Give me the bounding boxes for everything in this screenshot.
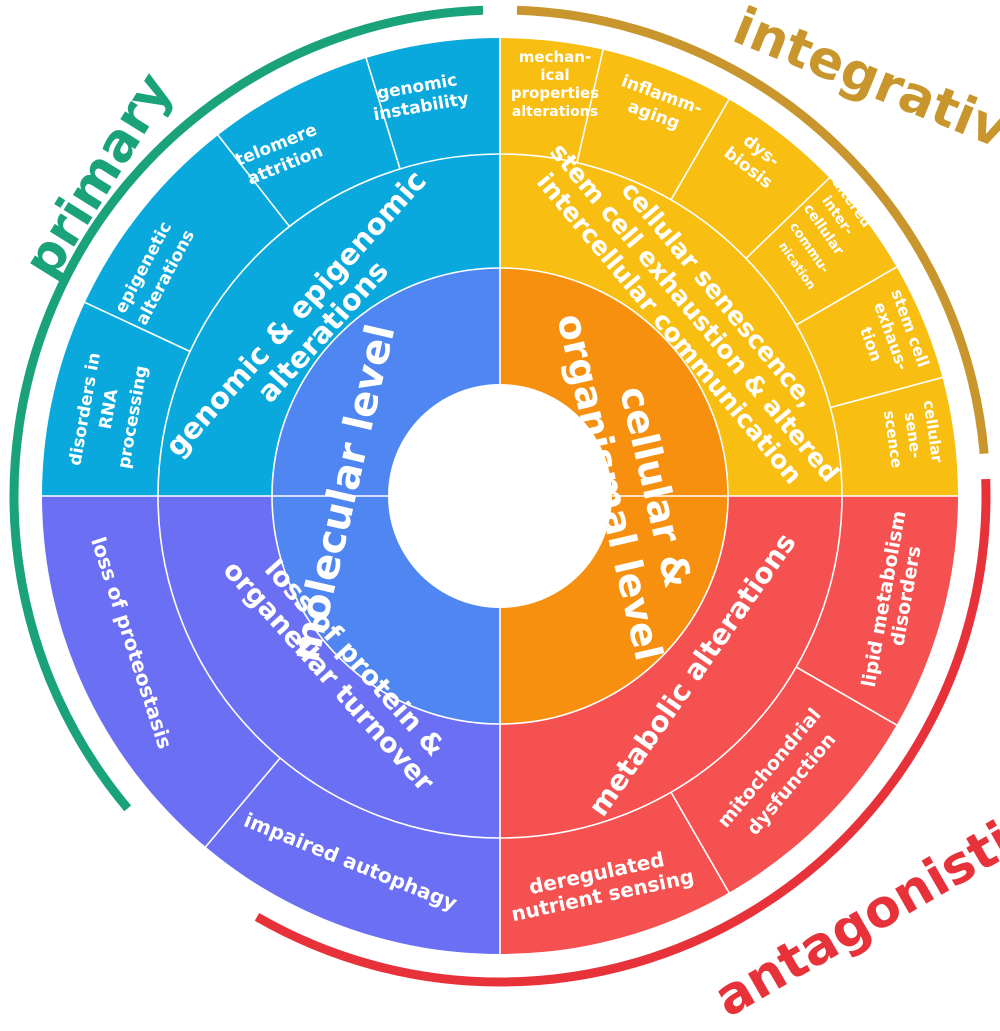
mechanical-label-1: mechan- <box>519 48 591 66</box>
mechanical-label-3: properties <box>511 84 599 102</box>
mechanical-label-4: alterations <box>512 104 598 120</box>
mechanical-label-2: ical <box>540 66 569 84</box>
